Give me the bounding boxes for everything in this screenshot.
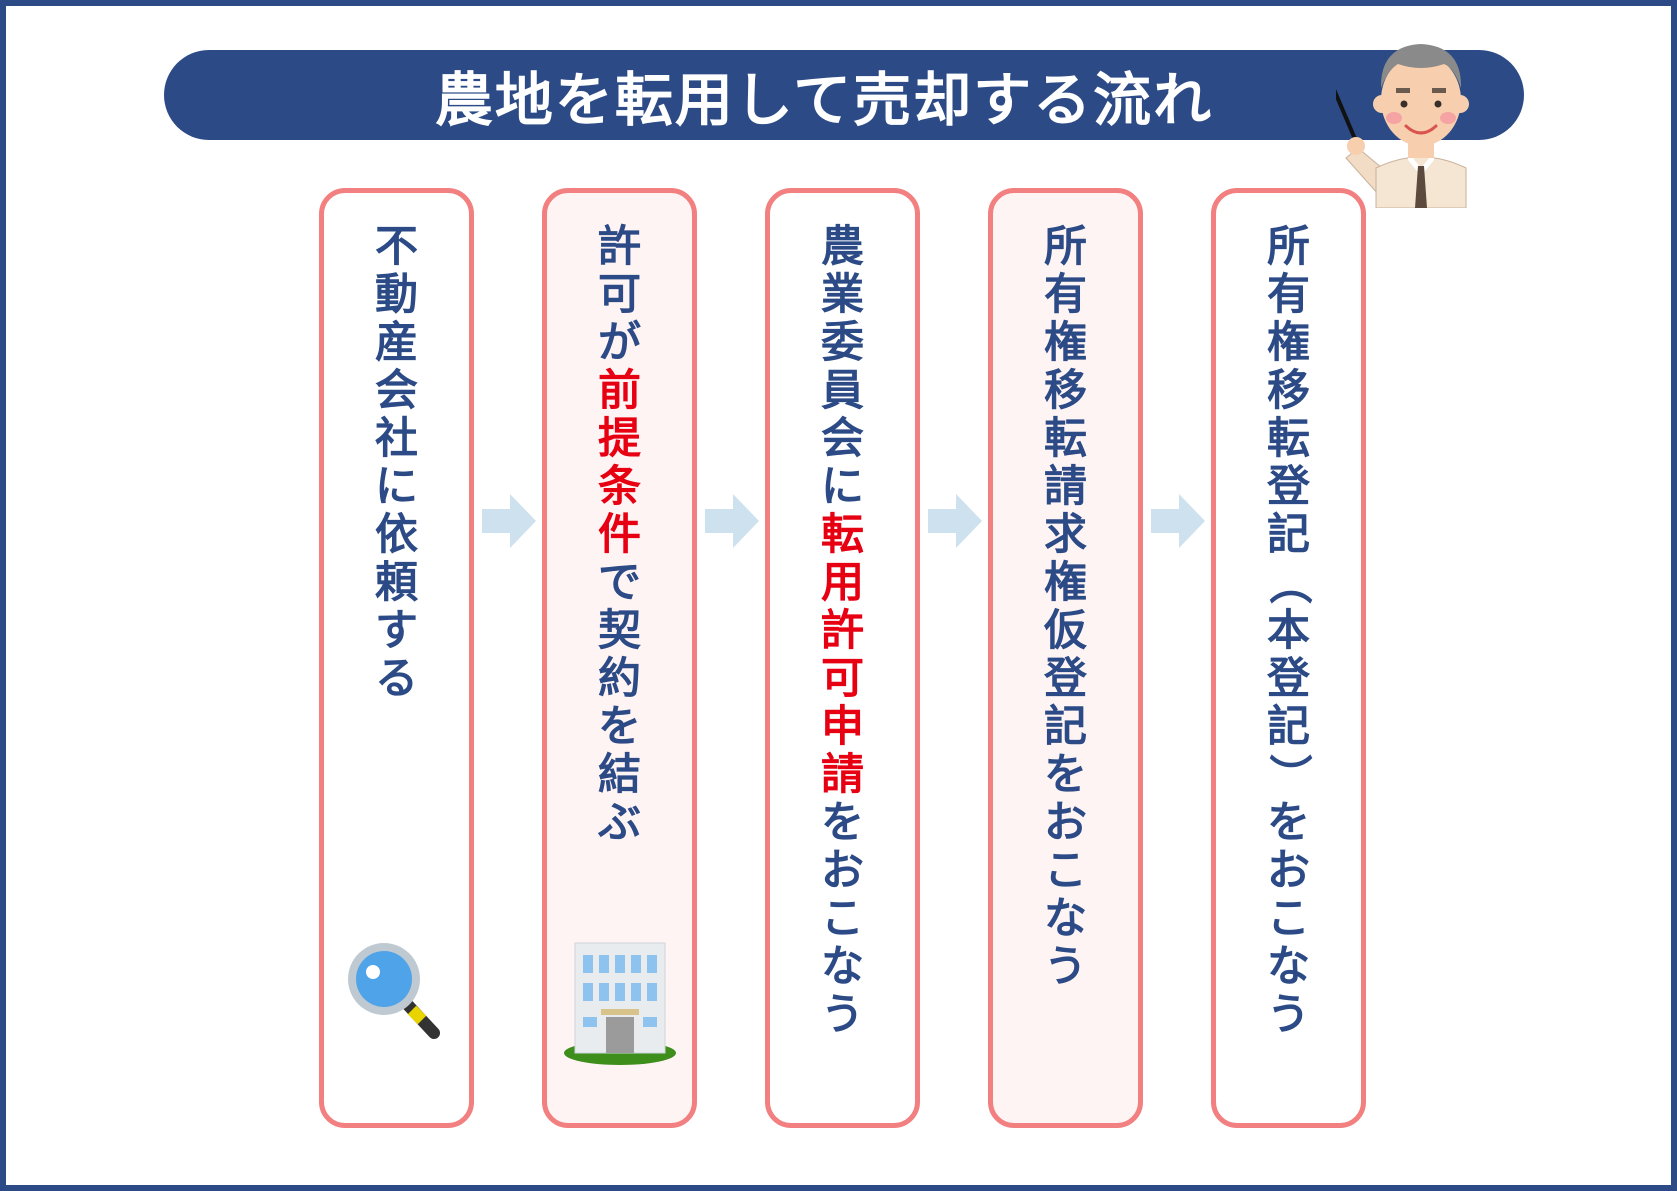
right-arrow-icon (928, 494, 982, 548)
diagram-title: 農地を転用して売却する流れ (434, 66, 1214, 134)
right-arrow-icon (482, 494, 536, 548)
step-text-4: 所有権移転請求権仮登記をおこなう (1044, 222, 1087, 992)
right-arrow-icon (1151, 494, 1205, 548)
step-card-1: 不動産会社に依頼する (319, 188, 474, 1128)
step-text-3: 農業委員会に転用許可申請をおこなう (821, 222, 864, 1040)
magnifier-icon (348, 943, 440, 1039)
step-card-4: 所有権移転請求権仮登記をおこなう (988, 188, 1143, 1128)
office-building-icon (564, 942, 676, 1065)
presenter-man-icon (1336, 44, 1469, 208)
step-text-5: 所有権移転登記（本登記）をおこなう (1263, 222, 1314, 1040)
title-banner: 農地を転用して売却する流れ (164, 50, 1524, 140)
step-card-2: 許可が前提条件で契約を結ぶ (542, 188, 697, 1128)
step-card-5: 所有権移転登記（本登記）をおこなう (1211, 188, 1366, 1128)
step-card-3: 農業委員会に転用許可申請をおこなう (765, 188, 920, 1128)
step-text-2: 許可が前提条件で契約を結ぶ (598, 222, 641, 848)
right-arrow-icon (705, 494, 759, 548)
step-text-1: 不動産会社に依頼する (375, 222, 418, 704)
